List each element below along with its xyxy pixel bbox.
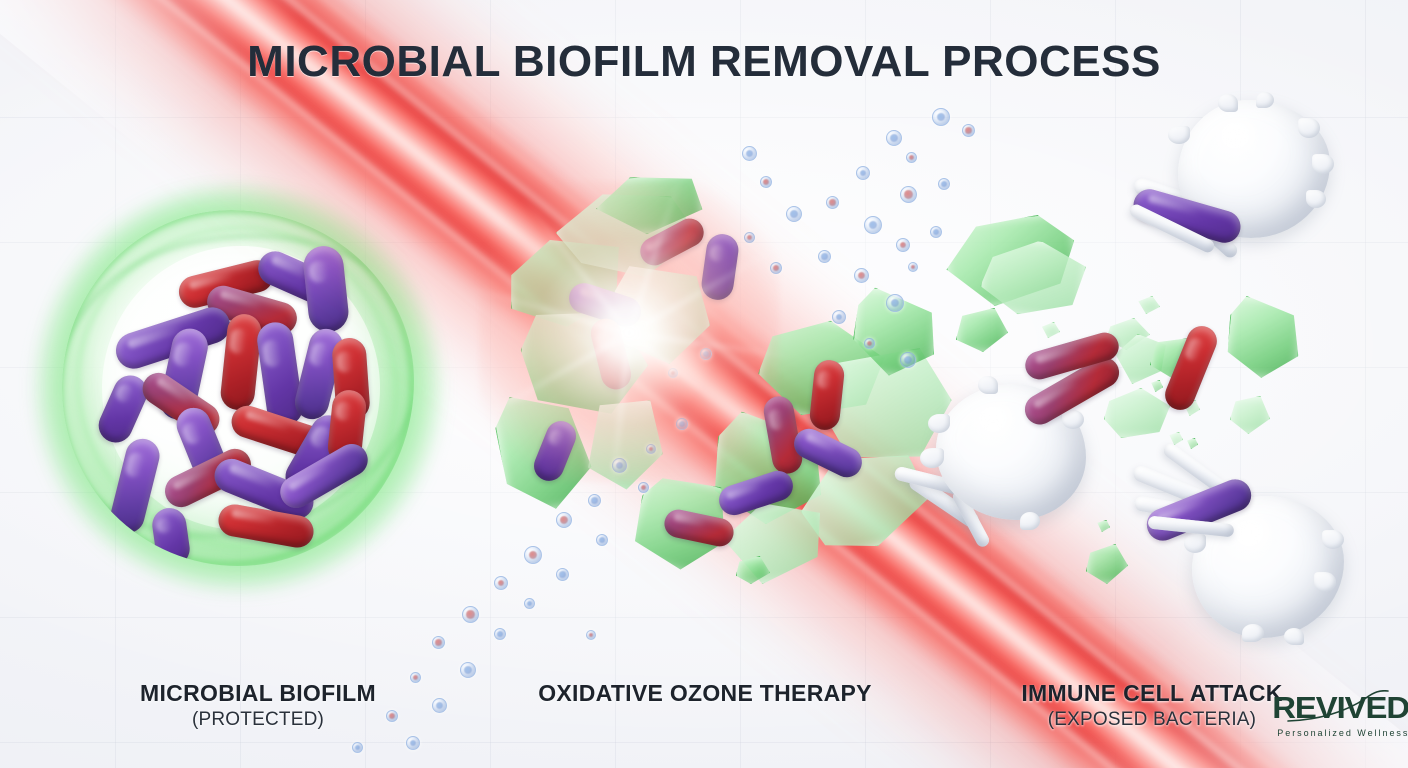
cell-spike bbox=[1312, 154, 1334, 174]
cell-spike bbox=[1242, 624, 1264, 642]
biofilm-shard bbox=[1104, 388, 1170, 438]
immune-cell bbox=[893, 352, 1125, 550]
brand-tagline: Personalized Wellness bbox=[1277, 728, 1408, 738]
cell-spike bbox=[978, 376, 998, 394]
biofilm-shard bbox=[1086, 544, 1128, 584]
cell-spike bbox=[928, 414, 950, 433]
stage-1-biofilm-illustration bbox=[28, 178, 448, 598]
cell-spike bbox=[1218, 94, 1238, 112]
stage-3-immune-illustration bbox=[893, 90, 1408, 670]
cell-spike bbox=[1184, 534, 1206, 553]
biofilm-shard bbox=[1224, 294, 1304, 381]
cell-spike bbox=[1322, 530, 1344, 549]
brand-logo[interactable]: REVIVED Personalized Wellness bbox=[1272, 690, 1408, 764]
cell-spike bbox=[920, 448, 944, 468]
stage-2-caption-main: OXIDATIVE OZONE THERAPY bbox=[538, 680, 872, 706]
stage-1-caption: MICROBIAL BIOFILM (PROTECTED) bbox=[38, 680, 478, 731]
brand-wordmark: REVIVED bbox=[1272, 690, 1408, 725]
biofilm-shard bbox=[1042, 322, 1060, 338]
immune-cell bbox=[1131, 441, 1344, 645]
stage-1-caption-sub: (PROTECTED) bbox=[191, 709, 325, 731]
immune-cell bbox=[1127, 92, 1336, 261]
cell-spike bbox=[1284, 628, 1304, 645]
biofilm-capsule bbox=[62, 210, 414, 566]
cell-spike bbox=[1168, 126, 1190, 144]
cell-spike bbox=[1020, 512, 1040, 530]
biofilm-shard bbox=[1230, 396, 1270, 434]
biofilm-shard bbox=[956, 308, 1008, 352]
biofilm-shard bbox=[1138, 296, 1160, 314]
cell-spike bbox=[1256, 92, 1274, 108]
stage-2-caption: OXIDATIVE OZONE THERAPY bbox=[485, 680, 925, 709]
cell-spike bbox=[1306, 190, 1326, 208]
stage-1-caption-main: MICROBIAL BIOFILM bbox=[140, 680, 376, 706]
cell-spike bbox=[1314, 572, 1336, 592]
cell-spike bbox=[1062, 410, 1084, 429]
biofilm-shard bbox=[1151, 380, 1163, 392]
cell-spike bbox=[1298, 118, 1320, 138]
page-title: MICROBIAL BIOFILM REMOVAL PROCESS bbox=[247, 37, 1161, 86]
